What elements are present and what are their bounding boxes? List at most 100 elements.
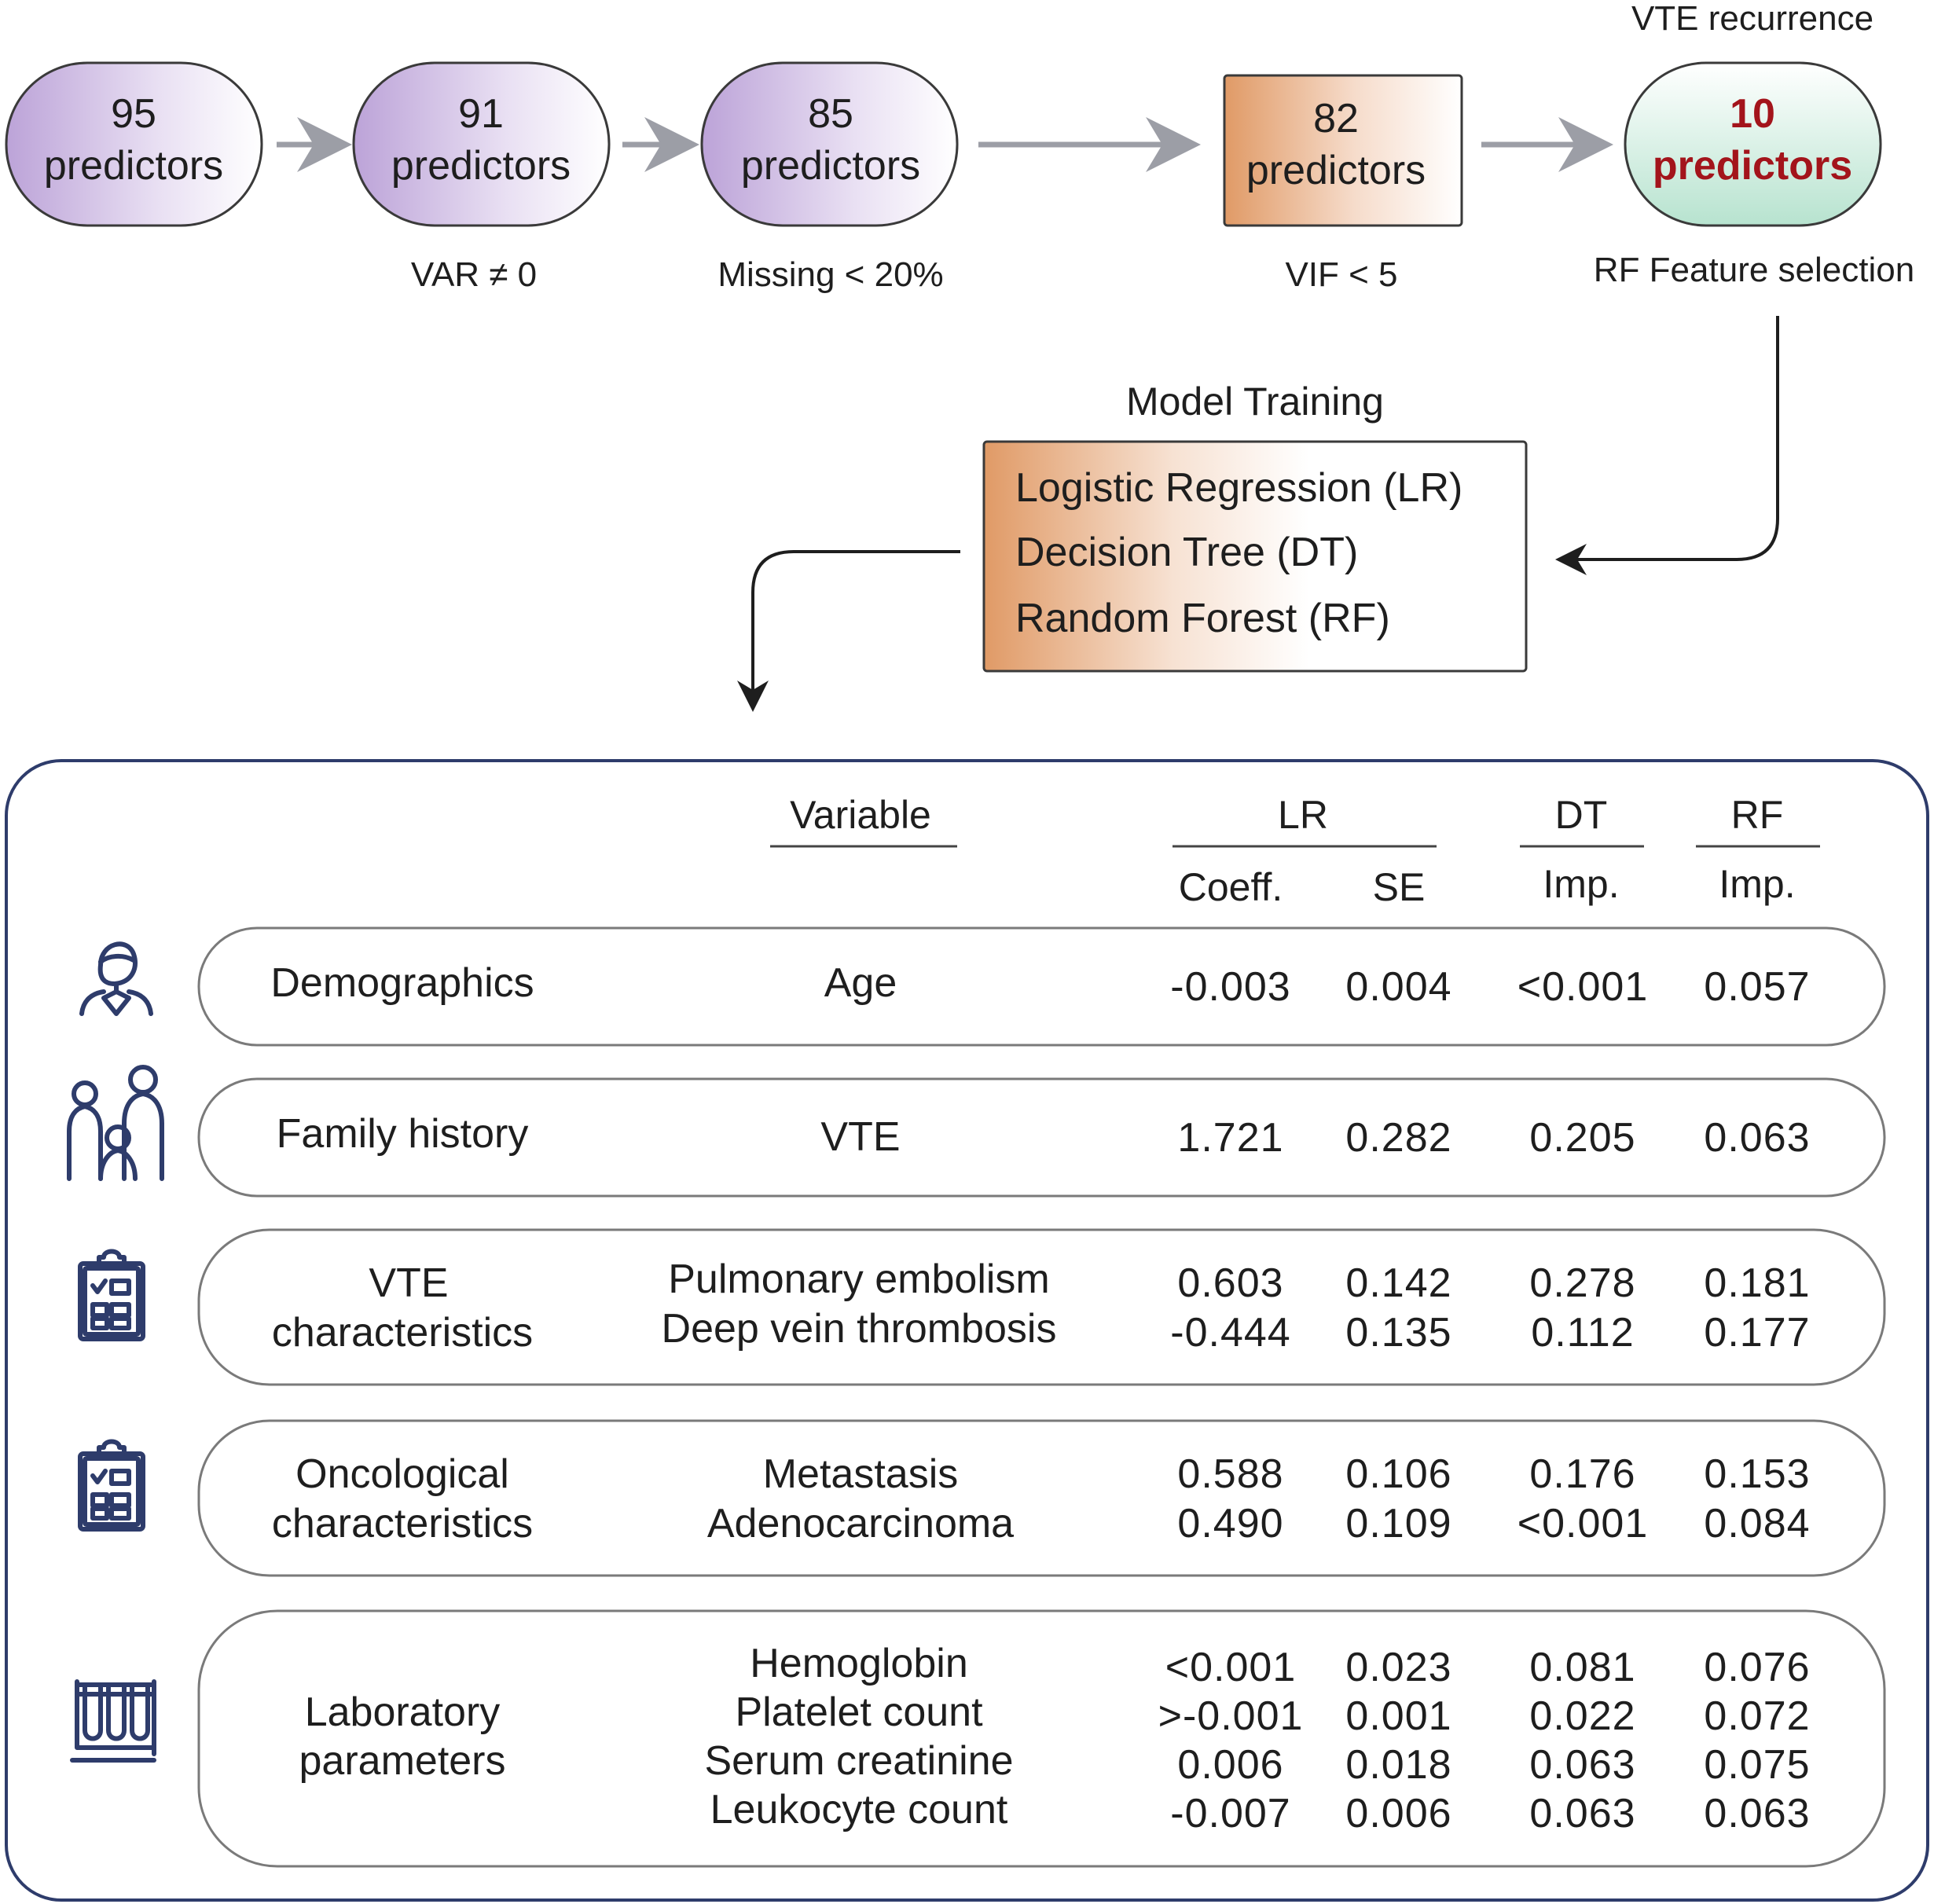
dt-imp-leukocyte-count: 0.063 (1529, 1791, 1635, 1836)
header-variable: Variable (790, 793, 931, 837)
category-laboratory-line1: Laboratory (305, 1689, 501, 1735)
test-tubes-icon (70, 1679, 156, 1763)
lr-coeff-metastasis: 0.588 (1177, 1451, 1283, 1497)
rf-imp-vte: 0.063 (1704, 1115, 1810, 1161)
header-coeff: Coeff. (1179, 865, 1283, 909)
rf-imp-metastasis: 0.153 (1704, 1451, 1810, 1497)
lr-se-metastasis: 0.106 (1345, 1451, 1451, 1497)
dt-imp-vte: 0.205 (1529, 1115, 1635, 1161)
caption-missing: Missing < 20% (717, 255, 943, 294)
group-family-history: Family history VTE 1.721 0.282 0.205 0.0… (67, 1065, 1886, 1198)
group-vte-characteristics: VTE characteristics Pulmonary embolism D… (78, 1228, 1886, 1386)
category-laboratory-line2: parameters (299, 1738, 506, 1784)
lr-coeff-pulmonary-embolism: 0.603 (1177, 1260, 1283, 1306)
person-icon (79, 941, 153, 1016)
category-oncological-line1: Oncological (295, 1451, 509, 1497)
family-icon (67, 1065, 164, 1181)
node-3-count: 85 (808, 91, 853, 137)
node-3-label: predictors (741, 143, 920, 189)
variable-vte: VTE (820, 1114, 900, 1160)
variable-metastasis: Metastasis (763, 1451, 959, 1497)
node-3: 85 predictors (700, 61, 959, 227)
node-5: 10 predictors (1624, 61, 1882, 227)
clipboard-icon (78, 1249, 145, 1341)
node-4: 82 predictors (1223, 74, 1463, 227)
header-lr: LR (1278, 793, 1328, 837)
model-item-rf: Random Forest (RF) (1015, 596, 1390, 641)
lr-se-adenocarcinoma: 0.109 (1345, 1501, 1451, 1546)
lr-se-deep-vein-thrombosis: 0.135 (1345, 1310, 1451, 1356)
variable-serum-creatinine: Serum creatinine (704, 1738, 1013, 1784)
rf-imp-platelet-count: 0.072 (1704, 1693, 1810, 1739)
node-4-count: 82 (1313, 96, 1359, 141)
lr-coeff-age: -0.003 (1170, 964, 1290, 1010)
model-item-dt: Decision Tree (DT) (1015, 530, 1358, 575)
lr-coeff-platelet-count: >-0.001 (1158, 1693, 1304, 1739)
node-2-count: 91 (458, 91, 504, 137)
rf-imp-adenocarcinoma: 0.084 (1704, 1501, 1810, 1546)
dt-imp-metastasis: 0.176 (1529, 1451, 1635, 1497)
dt-imp-platelet-count: 0.022 (1529, 1693, 1635, 1739)
dt-imp-serum-creatinine: 0.063 (1529, 1742, 1635, 1788)
lr-coeff-vte: 1.721 (1177, 1115, 1283, 1161)
header-dt: DT (1555, 793, 1608, 837)
model-training-box: Logistic Regression (LR) Decision Tree (… (982, 440, 1528, 673)
group-oncological-frame (197, 1419, 1886, 1577)
rf-imp-hemoglobin: 0.076 (1704, 1645, 1810, 1690)
arrow-to-model-training (1555, 316, 1779, 575)
lr-se-serum-creatinine: 0.018 (1345, 1742, 1451, 1788)
category-oncological-line2: characteristics (272, 1501, 533, 1546)
model-training-title: Model Training (1126, 380, 1384, 424)
table-header: Variable LR DT RF Coeff. SE Imp. Imp. (770, 793, 1820, 909)
node-1: 95 predictors (5, 61, 263, 227)
model-item-lr: Logistic Regression (LR) (1015, 465, 1462, 511)
group-oncological-characteristics: Oncological characteristics Metastasis A… (78, 1419, 1886, 1577)
node-1-count: 95 (111, 91, 156, 137)
lr-se-age: 0.004 (1345, 964, 1451, 1010)
category-vte-line2: characteristics (272, 1310, 533, 1356)
outcome-label: VTE recurrence (1631, 0, 1873, 38)
dt-imp-hemoglobin: 0.081 (1529, 1645, 1635, 1690)
lr-se-leukocyte-count: 0.006 (1345, 1791, 1451, 1836)
lr-coeff-hemoglobin: <0.001 (1165, 1645, 1297, 1690)
caption-vif: VIF < 5 (1285, 255, 1397, 294)
lr-se-platelet-count: 0.001 (1345, 1693, 1451, 1739)
variable-age: Age (824, 960, 897, 1006)
lr-se-hemoglobin: 0.023 (1345, 1645, 1451, 1690)
dt-imp-age: <0.001 (1517, 964, 1649, 1010)
category-vte-line1: VTE (369, 1260, 448, 1306)
rf-imp-leukocyte-count: 0.063 (1704, 1791, 1810, 1836)
rf-imp-pulmonary-embolism: 0.181 (1704, 1260, 1810, 1306)
header-dt-imp: Imp. (1543, 862, 1619, 906)
node-2-label: predictors (391, 143, 571, 189)
category-demographics: Demographics (270, 960, 534, 1006)
category-family-history: Family history (277, 1111, 529, 1157)
group-vte-characteristics-frame (197, 1228, 1886, 1386)
lr-coeff-adenocarcinoma: 0.490 (1177, 1501, 1283, 1546)
lr-coeff-deep-vein-thrombosis: -0.444 (1170, 1310, 1290, 1356)
rf-imp-age: 0.057 (1704, 964, 1810, 1010)
caption-rf-selection: RF Feature selection (1594, 251, 1914, 289)
rf-imp-deep-vein-thrombosis: 0.177 (1704, 1310, 1810, 1356)
variable-leukocyte-count: Leukocyte count (710, 1787, 1008, 1832)
variable-pulmonary-embolism: Pulmonary embolism (668, 1256, 1050, 1302)
dt-imp-adenocarcinoma: <0.001 (1517, 1501, 1649, 1546)
lr-coeff-serum-creatinine: 0.006 (1177, 1742, 1283, 1788)
group-demographics: Demographics Age -0.003 0.004 <0.001 0.0… (79, 926, 1886, 1047)
header-rf-imp: Imp. (1719, 862, 1795, 906)
variable-platelet-count: Platelet count (735, 1689, 983, 1735)
group-laboratory-frame (197, 1609, 1886, 1868)
node-5-count: 10 (1730, 91, 1775, 137)
lr-se-vte: 0.282 (1345, 1115, 1451, 1161)
rf-imp-serum-creatinine: 0.075 (1704, 1742, 1810, 1788)
variable-deep-vein-thrombosis: Deep vein thrombosis (662, 1306, 1057, 1352)
node-4-label: predictors (1246, 148, 1426, 193)
clipboard-icon (78, 1439, 145, 1532)
header-se: SE (1373, 865, 1426, 909)
group-family-history-frame (197, 1077, 1886, 1198)
group-laboratory-parameters: Laboratory parameters Hemoglobin Platele… (70, 1609, 1886, 1868)
node-2: 91 predictors (352, 61, 611, 227)
header-rf: RF (1731, 793, 1784, 837)
arrow-to-results (737, 550, 960, 712)
